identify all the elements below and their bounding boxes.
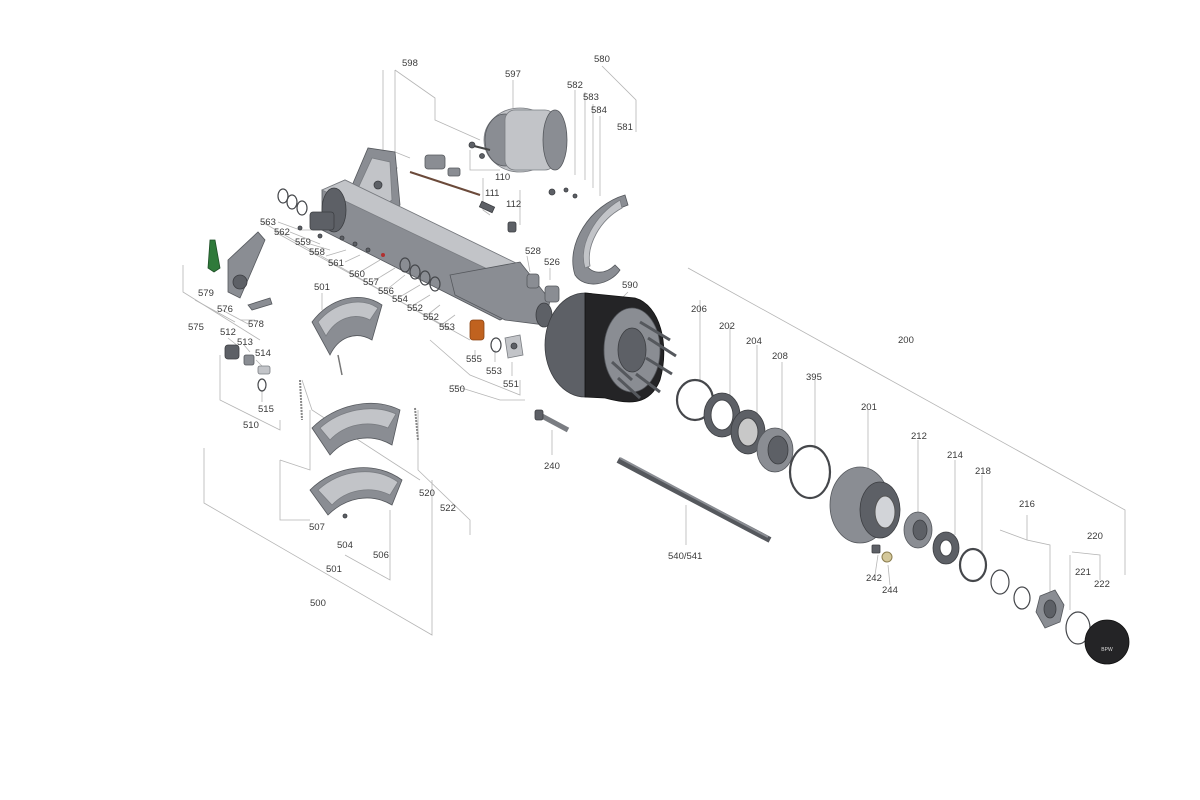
bearing-208 (756, 427, 794, 473)
lower-brake-shoe-2 (309, 467, 403, 519)
brake-chamber (468, 107, 568, 173)
bushing-set (469, 319, 524, 359)
label-598: 598 (402, 58, 418, 69)
hubcap-label: BPW (1101, 647, 1113, 653)
label-528: 528 (525, 246, 541, 257)
wheel-hub (829, 466, 901, 544)
hub-rings (675, 378, 766, 455)
label-220: 220 (1087, 531, 1103, 542)
label-112: 112 (506, 199, 521, 210)
label-202: 202 (719, 321, 735, 332)
callout-labels: 598 597 580 582 583 584 581 110 111 112 … (188, 54, 1110, 609)
label-500: 500 (310, 598, 326, 609)
label-550: 550 (449, 384, 465, 395)
label-507: 507 (309, 522, 325, 533)
label-242: 242 (866, 573, 882, 584)
label-563: 563 (260, 217, 276, 228)
dust-shield (548, 187, 629, 285)
fitting-528-526 (526, 273, 560, 303)
label-551: 551 (503, 379, 519, 390)
label-506: 506 (373, 550, 389, 561)
label-221: 221 (1075, 567, 1091, 578)
label-582: 582 (567, 80, 583, 91)
label-206: 206 (691, 304, 707, 315)
drive-shaft (616, 457, 772, 543)
label-212: 212 (911, 431, 927, 442)
label-578: 578 (248, 319, 264, 330)
small-hub-parts (871, 544, 893, 563)
seal-rings-left (277, 188, 441, 292)
label-395: 395 (806, 372, 822, 383)
label-513: 513 (237, 337, 253, 348)
label-501a: 501 (314, 282, 330, 293)
label-590: 590 (622, 280, 638, 291)
axle-nut-set (990, 569, 1065, 629)
label-553a: 553 (439, 322, 455, 333)
label-218: 218 (975, 466, 991, 477)
label-580: 580 (594, 54, 610, 65)
label-576: 576 (217, 304, 233, 315)
slack-adjuster (207, 231, 273, 311)
return-springs (299, 379, 419, 441)
label-554: 554 (392, 294, 408, 305)
label-526: 526 (544, 257, 560, 268)
label-515: 515 (258, 404, 274, 415)
label-579: 579 (198, 288, 214, 299)
lower-brake-shoe-1 (311, 403, 401, 456)
label-240: 240 (544, 461, 560, 472)
label-510: 510 (243, 420, 259, 431)
label-558: 558 (309, 247, 325, 258)
label-583: 583 (583, 92, 599, 103)
label-111: 111 (485, 188, 499, 199)
label-520: 520 (419, 488, 435, 499)
label-597: 597 (505, 69, 521, 80)
brake-drum (544, 292, 677, 403)
label-222: 222 (1094, 579, 1110, 590)
label-504: 504 (337, 540, 353, 551)
label-552a: 552 (407, 303, 423, 314)
label-204: 204 (746, 336, 762, 347)
label-581: 581 (617, 122, 633, 133)
cam-bolt (534, 409, 570, 433)
label-216: 216 (1019, 499, 1035, 510)
ring-395 (788, 444, 832, 500)
label-584: 584 (591, 105, 607, 116)
label-560: 560 (349, 269, 365, 280)
label-501b: 501 (326, 564, 342, 575)
label-200: 200 (898, 335, 914, 346)
hub-cap-set: BPW (1065, 611, 1130, 665)
label-556: 556 (378, 286, 394, 297)
label-514: 514 (255, 348, 271, 359)
label-208: 208 (772, 351, 788, 362)
outer-bearing-set (903, 511, 988, 583)
label-512: 512 (220, 327, 236, 338)
label-553b: 553 (486, 366, 502, 377)
label-110: 110 (495, 172, 510, 183)
push-rod (409, 154, 517, 233)
label-540-541: 540/541 (668, 551, 702, 562)
label-561: 561 (328, 258, 344, 269)
label-557: 557 (363, 277, 379, 288)
label-552b: 552 (423, 312, 439, 323)
small-fittings (297, 225, 385, 257)
label-555: 555 (466, 354, 482, 365)
label-559: 559 (295, 237, 311, 248)
label-214: 214 (947, 450, 963, 461)
cam-bearing-parts (224, 344, 271, 392)
upper-brake-shoe (311, 297, 383, 376)
label-522: 522 (440, 503, 456, 514)
label-201: 201 (861, 402, 877, 413)
label-562: 562 (274, 227, 290, 238)
label-244: 244 (882, 585, 898, 596)
label-575: 575 (188, 322, 204, 333)
axle-beam (309, 179, 553, 328)
wheel-studs (610, 320, 677, 400)
